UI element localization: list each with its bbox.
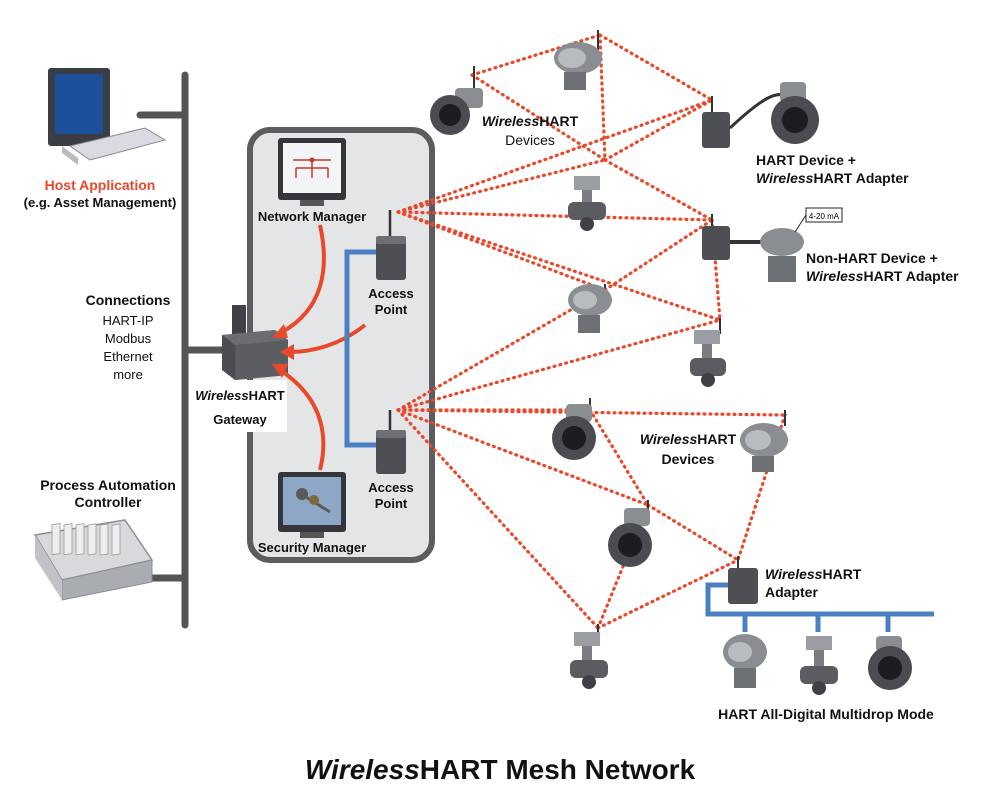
gateway-label-line2: Gateway xyxy=(213,412,267,427)
wirelesshart-adapter-label: WirelessHART xyxy=(765,566,862,582)
gateway-label: WirelessHART xyxy=(195,388,285,403)
wirelesshart-devices-label-line2: Devices xyxy=(505,132,555,148)
valve-device-icon xyxy=(690,318,726,387)
access-point-label-line2: Point xyxy=(375,496,408,511)
flowmeter-device-icon xyxy=(771,82,819,144)
flowmeter-device-icon xyxy=(430,66,483,135)
transmitter-device-icon xyxy=(554,30,602,90)
controller-label-line2: Controller xyxy=(75,494,142,510)
connections-heading: Connections xyxy=(86,292,171,308)
multidrop-bus xyxy=(705,582,934,617)
access-point-wire xyxy=(344,249,380,448)
network-manager-label: Network Manager xyxy=(258,209,366,224)
transmitter-device-icon xyxy=(568,284,612,333)
multidrop-label: HART All-Digital Multidrop Mode xyxy=(718,706,934,722)
transmitter-device-icon xyxy=(740,410,788,472)
access-point-label-line2: Point xyxy=(375,302,408,317)
nonhart-adapter-label-line2: WirelessHART Adapter xyxy=(806,268,959,284)
wirelesshart-adapter-label-line2: Adapter xyxy=(765,584,818,600)
connection-item: more xyxy=(113,367,143,382)
valve-device-icon xyxy=(568,176,606,231)
host-application-sublabel: (e.g. Asset Management) xyxy=(24,195,177,210)
plant-bus xyxy=(136,71,229,629)
adapter-device-icon xyxy=(702,96,730,148)
transmitter-device-icon xyxy=(723,634,767,688)
wirelesshart-devices-label: WirelessHART xyxy=(482,113,579,129)
wirelesshart-devices-label: WirelessHART xyxy=(640,431,737,447)
security-manager-monitor-icon xyxy=(278,472,346,538)
controller-label: Process Automation xyxy=(40,477,176,493)
access-point-label: Access xyxy=(368,480,414,495)
host-application-label: Host Application xyxy=(45,177,156,193)
connection-item: HART-IP xyxy=(102,313,153,328)
valve-device-icon xyxy=(570,624,608,689)
hart-adapter-label: HART Device + xyxy=(756,152,856,168)
network-manager-monitor-icon xyxy=(278,138,346,206)
adapter-device-icon xyxy=(702,214,730,260)
access-point-icon xyxy=(376,410,406,474)
manager-flow-arrows xyxy=(272,224,367,471)
flowmeter-device-icon xyxy=(868,636,912,690)
connection-item: Ethernet xyxy=(103,349,153,364)
access-point-icon xyxy=(376,210,406,280)
access-point-label: Access xyxy=(368,286,414,301)
security-manager-label: Security Manager xyxy=(258,540,366,555)
flowmeter-device-icon xyxy=(608,500,652,567)
valve-device-icon xyxy=(800,636,838,695)
gateway-device-icon xyxy=(222,305,288,380)
wirelesshart-devices-label-line2: Devices xyxy=(662,451,715,467)
gateway-label-box xyxy=(192,380,287,432)
flowmeter-device-icon xyxy=(552,398,596,460)
diagram-title: WirelessHART Mesh Network xyxy=(305,754,696,785)
controller-icon xyxy=(33,519,154,601)
hart-adapter-label-line2: WirelessHART Adapter xyxy=(756,170,909,186)
adapter-device-icon xyxy=(728,556,758,604)
nonhart-adapter-label: Non-HART Device + xyxy=(806,250,938,266)
signal-box-leader xyxy=(794,214,807,233)
signal-box-label: 4-20 mA xyxy=(809,212,840,221)
connection-item: Modbus xyxy=(105,331,152,346)
computer-icon xyxy=(48,68,167,165)
transmitter-device-icon xyxy=(760,228,804,282)
